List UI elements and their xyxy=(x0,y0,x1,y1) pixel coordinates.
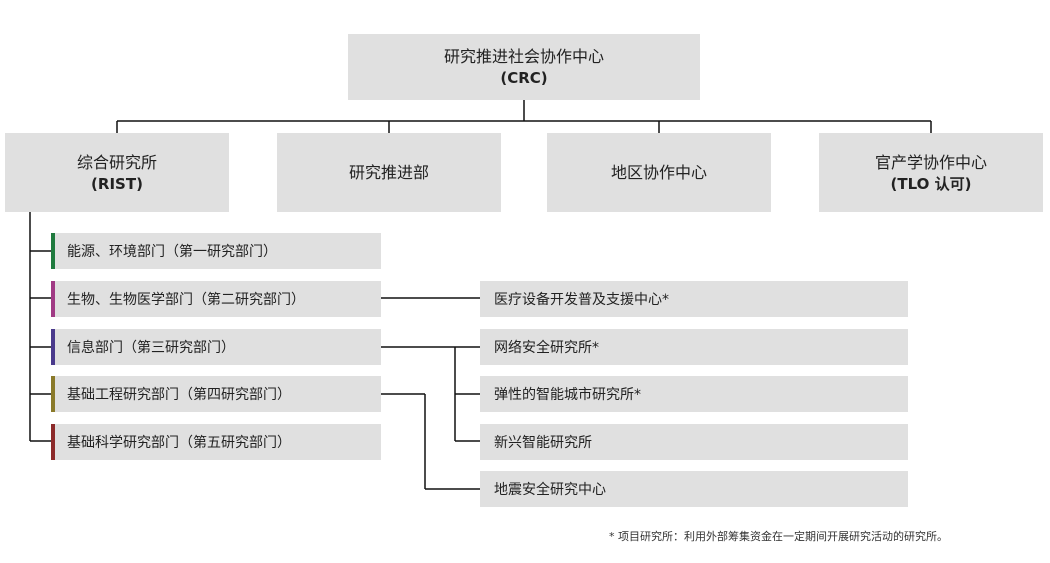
root-box: 研究推进社会协作中心 (CRC) xyxy=(348,34,700,100)
department-color-bar xyxy=(51,233,55,269)
department-5: 基础科学研究部门（第五研究部门） xyxy=(51,424,381,460)
level2-abbr: (TLO 认可) xyxy=(890,174,972,193)
institute-5: 地震安全研究中心 xyxy=(480,471,908,507)
root-title: 研究推进社会协作中心 xyxy=(443,47,604,66)
department-label: 信息部门（第三研究部门） xyxy=(67,340,235,356)
level2-box-regional: 地区协作中心 xyxy=(547,133,771,212)
level2-box-industry: 官产学协作中心 (TLO 认可) xyxy=(819,133,1043,212)
level2-title: 综合研究所 xyxy=(76,152,157,172)
institute-2: 网络安全研究所* xyxy=(480,329,908,365)
department-label: 基础科学研究部门（第五研究部门） xyxy=(67,435,291,451)
level2-box-research-promotion: 研究推进部 xyxy=(277,133,501,212)
department-2: 生物、生物医学部门（第二研究部门） xyxy=(51,281,381,317)
institute-label: 网络安全研究所* xyxy=(494,340,599,356)
department-color-bar xyxy=(51,281,55,317)
level2-abbr: (RIST) xyxy=(91,174,143,193)
root-abbr: (CRC) xyxy=(500,69,548,87)
department-3: 信息部门（第三研究部门） xyxy=(51,329,381,365)
level2-title: 研究推进部 xyxy=(348,162,429,182)
institute-label: 新兴智能研究所 xyxy=(494,435,592,451)
institute-label: 弹性的智能城市研究所* xyxy=(494,387,641,403)
footnote: * 项目研究所：利用外部筹集资金在一定期间开展研究活动的研究所。 xyxy=(609,530,948,543)
level2-title: 官产学协作中心 xyxy=(874,152,987,172)
institute-1: 医疗设备开发普及支援中心* xyxy=(480,281,908,317)
institute-label: 地震安全研究中心 xyxy=(494,482,606,498)
department-label: 生物、生物医学部门（第二研究部门） xyxy=(67,292,305,308)
department-1: 能源、环境部门（第一研究部门） xyxy=(51,233,381,269)
institute-4: 新兴智能研究所 xyxy=(480,424,908,460)
department-color-bar xyxy=(51,376,55,412)
department-label: 能源、环境部门（第一研究部门） xyxy=(67,244,277,260)
department-color-bar xyxy=(51,424,55,460)
department-color-bar xyxy=(51,329,55,365)
department-4: 基础工程研究部门（第四研究部门） xyxy=(51,376,381,412)
institute-label: 医疗设备开发普及支援中心* xyxy=(494,292,669,308)
department-label: 基础工程研究部门（第四研究部门） xyxy=(67,387,291,403)
level2-box-rist: 综合研究所 (RIST) xyxy=(5,133,229,212)
level2-title: 地区协作中心 xyxy=(610,162,707,182)
institute-3: 弹性的智能城市研究所* xyxy=(480,376,908,412)
